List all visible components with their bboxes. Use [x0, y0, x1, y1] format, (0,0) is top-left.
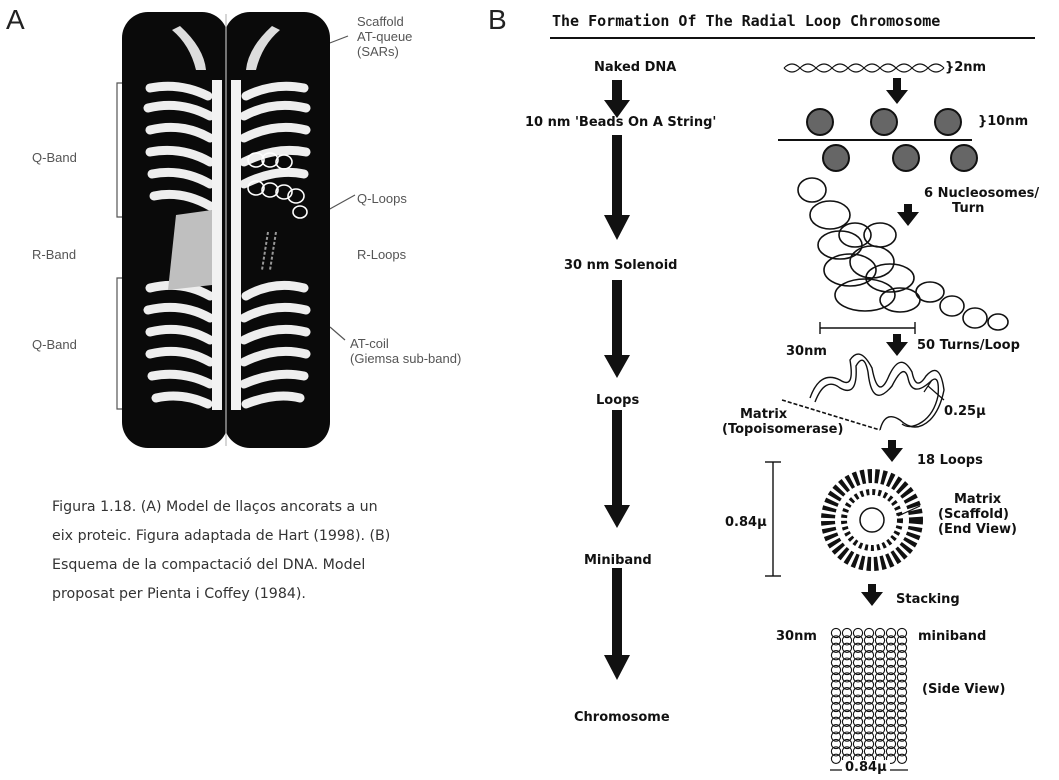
scaffold-label-line3: (SARs)	[357, 44, 412, 59]
naked-dna-helix	[784, 64, 944, 72]
q-loops-label: Q-Loops	[357, 191, 407, 206]
stage-miniband: Miniband	[584, 553, 652, 568]
matrix-scaffold-line1: Matrix	[938, 492, 1017, 507]
q-band-top-label: Q-Band	[32, 150, 77, 165]
matrix-topoisomerase-label: Matrix (Topoisomerase)	[722, 407, 843, 437]
left-arrows	[604, 80, 630, 680]
miniband-side-label: miniband	[918, 629, 986, 644]
at-coil-label-line1: AT-coil	[350, 336, 461, 351]
stage-beads-on-string: 10 nm 'Beads On A String'	[525, 115, 716, 130]
side-view-label: (Side View)	[922, 682, 1005, 697]
beads-10nm-label: }10nm	[978, 114, 1028, 129]
caption-line-4: proposat per Pienta i Coffey (1984).	[52, 580, 428, 609]
caption-line-2: eix proteic. Figura adaptada de Hart (19…	[52, 522, 428, 551]
dna-2nm-label: }2nm	[945, 60, 986, 75]
r-loops-label: R-Loops	[357, 247, 406, 262]
matrix-line1: Matrix	[722, 407, 843, 422]
caption-line-3: Esquema de la compactació del DNA. Model	[52, 551, 428, 580]
nucleosomes-per-turn-label: 6 Nucleosomes/ Turn	[924, 186, 1039, 216]
stage-chromosome: Chromosome	[574, 710, 670, 725]
at-coil-label: AT-coil (Giemsa sub-band)	[350, 336, 461, 366]
stacking-label: Stacking	[896, 592, 960, 607]
matrix-scaffold-label: Matrix (Scaffold) (End View)	[938, 492, 1017, 537]
eighteen-loops-label: 18 Loops	[917, 453, 983, 468]
nucleosomes-line2: Turn	[924, 201, 1039, 216]
at-coil-label-line2: (Giemsa sub-band)	[350, 351, 461, 366]
turns-per-loop-label: 50 Turns/Loop	[917, 338, 1020, 353]
matrix-scaffold-line3: (End View)	[938, 522, 1017, 537]
beads-on-a-string	[778, 109, 977, 171]
panel-b-letter: B	[488, 4, 507, 36]
loop-width-label: 0.25μ	[944, 404, 986, 419]
stage-naked-dna: Naked DNA	[594, 60, 676, 75]
stage-solenoid: 30 nm Solenoid	[564, 258, 677, 273]
chromosome-loop-model-figure	[0, 0, 520, 460]
matrix-line2: (Topoisomerase)	[722, 422, 843, 437]
stage-loops: Loops	[596, 393, 639, 408]
stacked-minibands	[831, 628, 906, 763]
r-band-label: R-Band	[32, 247, 76, 262]
miniband-rosette	[828, 476, 916, 564]
scaffold-label-line1: Scaffold	[357, 14, 412, 29]
scaffold-label-line2: AT-queue	[357, 29, 412, 44]
matrix-scaffold-line2: (Scaffold)	[938, 507, 1017, 522]
miniband-diameter-label: 0.84μ	[725, 515, 767, 530]
loops-30nm-label: 30nm	[786, 344, 827, 359]
figure-caption: Figura 1.18. (A) Model de llaços ancorat…	[52, 493, 428, 609]
q-band-bottom-label: Q-Band	[32, 337, 77, 352]
stack-30nm-label: 30nm	[776, 629, 817, 644]
scaffold-label: Scaffold AT-queue (SARs)	[357, 14, 412, 59]
caption-line-1: Figura 1.18. (A) Model de llaços ancorat…	[52, 493, 428, 522]
stack-width-label: 0.84μ	[842, 760, 890, 775]
nucleosomes-line1: 6 Nucleosomes/	[924, 186, 1039, 201]
